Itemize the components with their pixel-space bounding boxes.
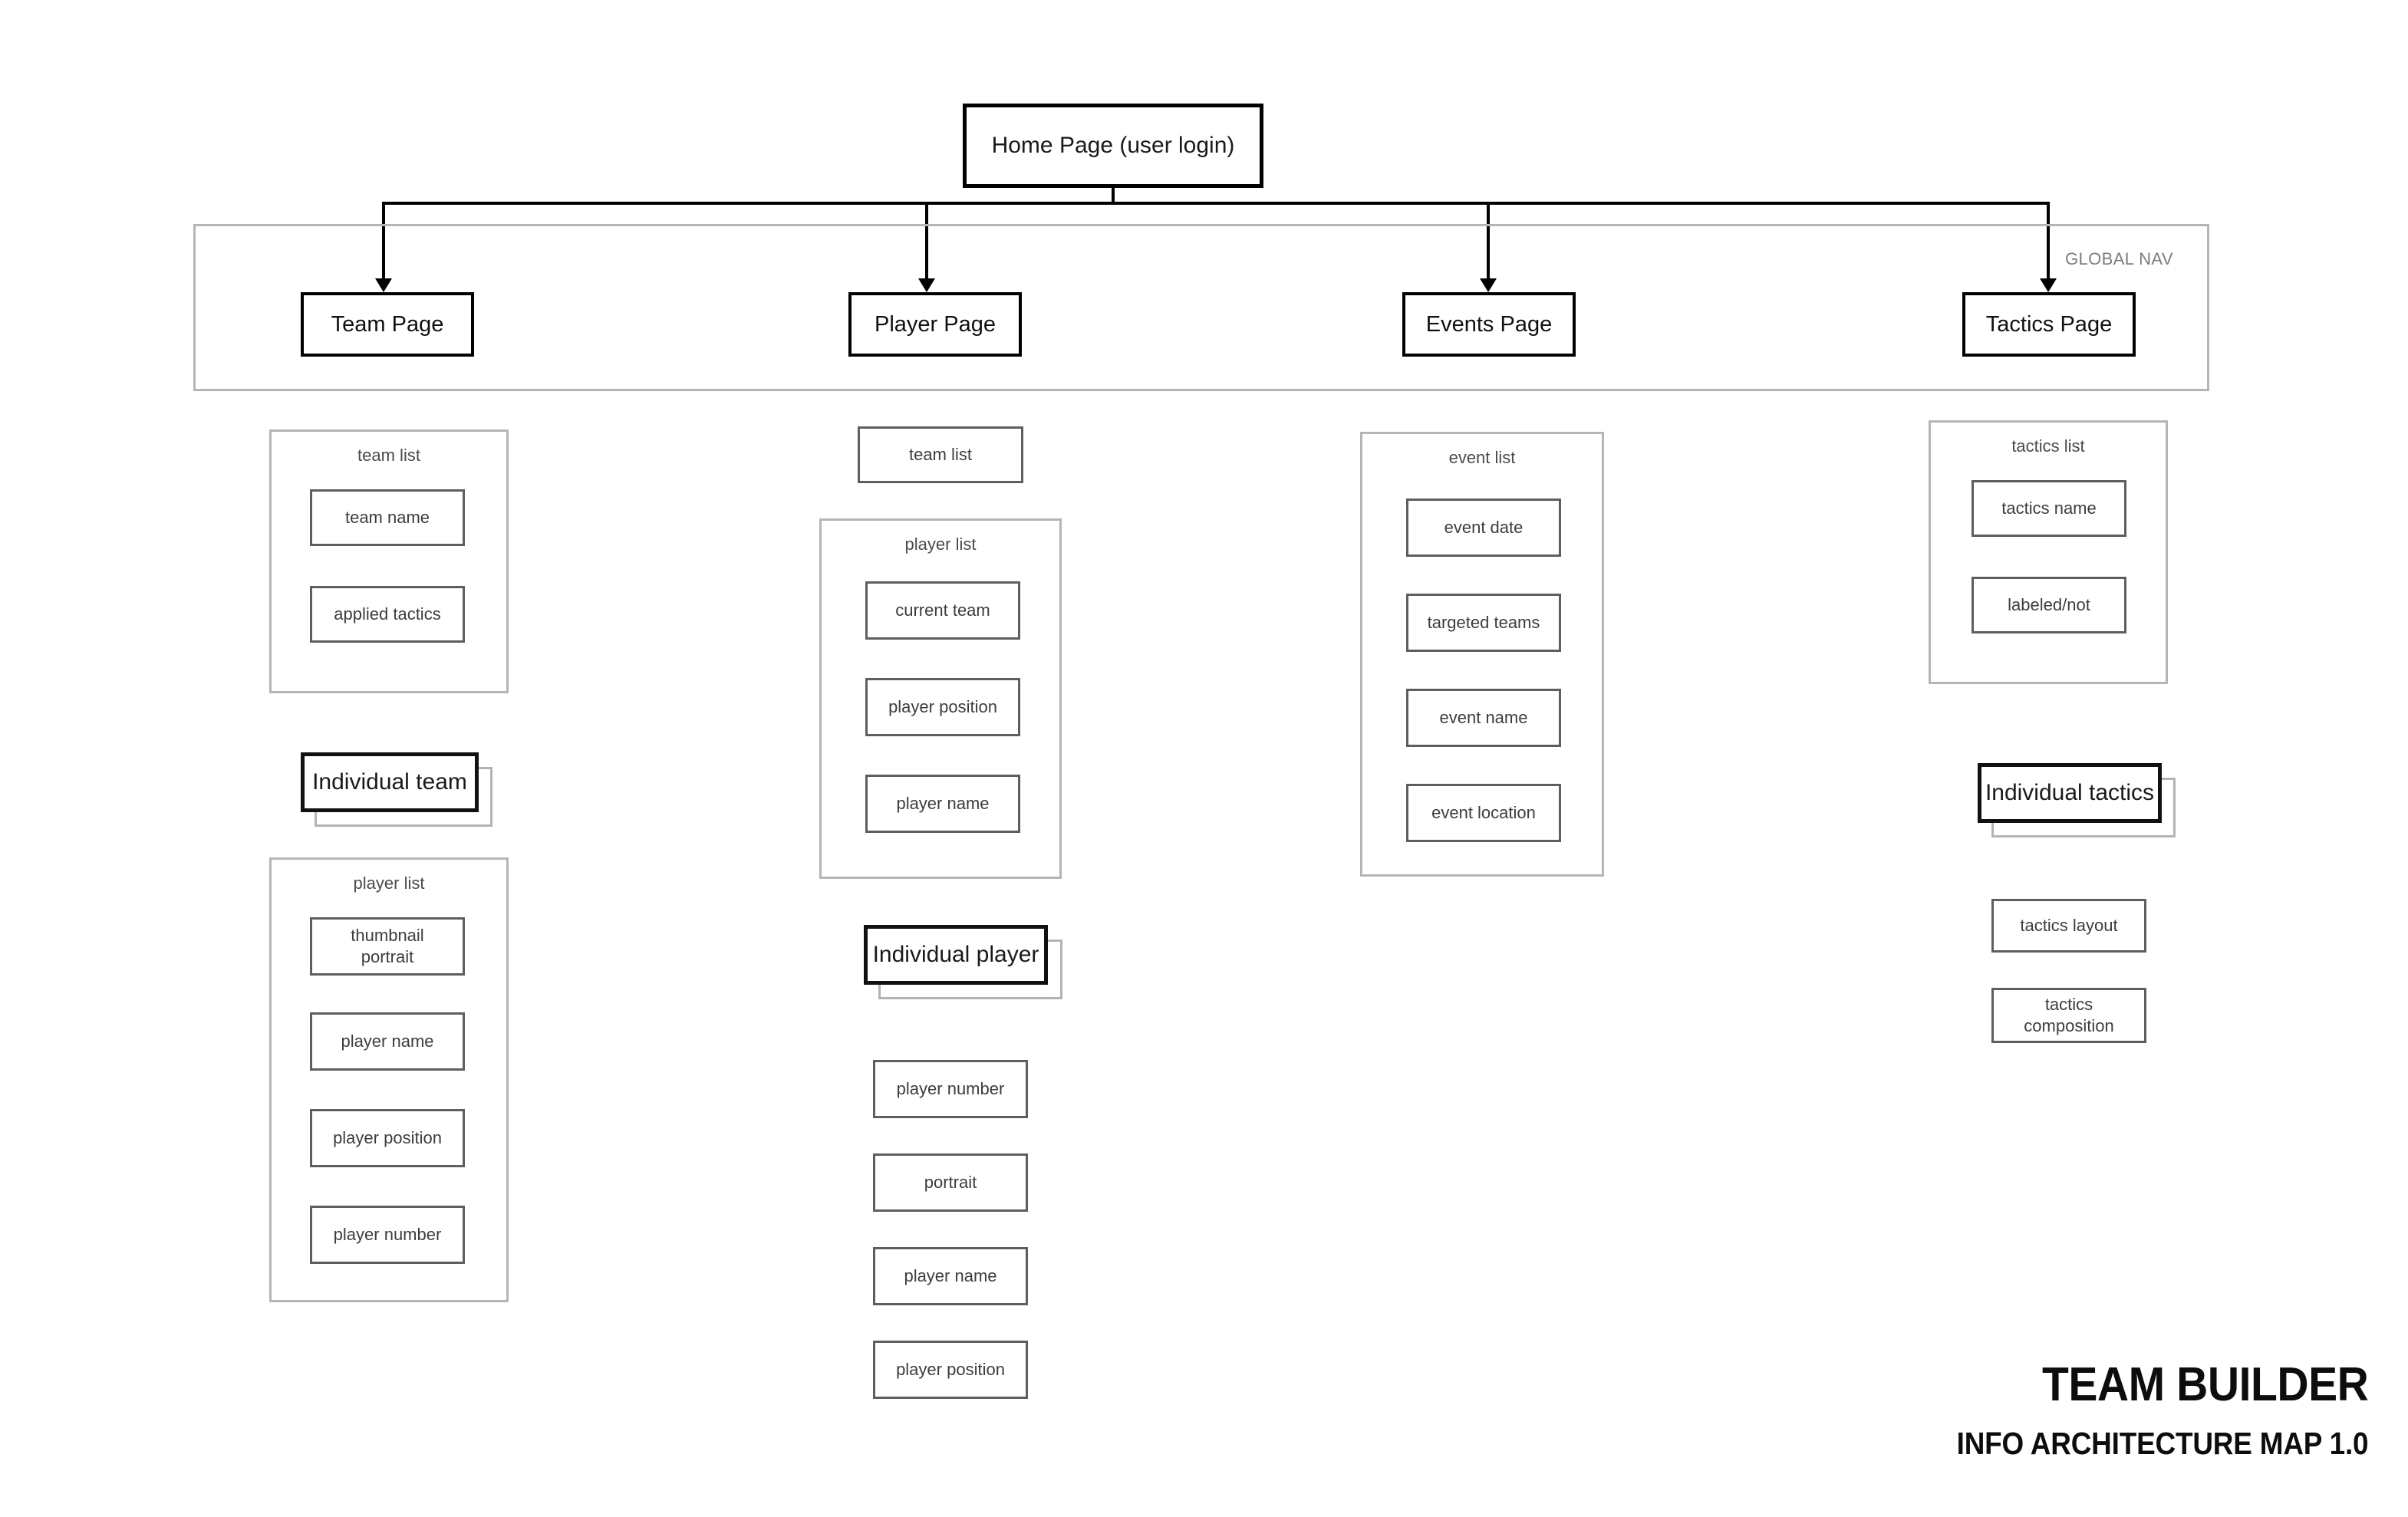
card-individual-player[interactable]: Individual player (864, 925, 1048, 985)
group-event-list-title: event list (1448, 448, 1516, 467)
arrowhead-tactics (2040, 278, 2057, 292)
field-col1-player-name[interactable]: player name (310, 1012, 465, 1071)
group-tactics-list-title: tactics list (2011, 436, 2085, 456)
field-tactics-composition-line1: tactics (2044, 994, 2093, 1014)
connector-root-stem (1112, 186, 1115, 203)
arrowhead-events (1480, 278, 1497, 292)
field-targeted-teams[interactable]: targeted teams (1406, 594, 1561, 652)
field-tactics-composition[interactable]: tactics composition (1991, 988, 2146, 1043)
field-col2-team-list[interactable]: team list (858, 426, 1023, 483)
node-home-page[interactable]: Home Page (user login) (963, 104, 1263, 188)
field-col1-player-number[interactable]: player number (310, 1206, 465, 1264)
nav-item-events-page[interactable]: Events Page (1402, 292, 1576, 357)
document-subtitle: INFO ARCHITECTURE MAP 1.0 (1956, 1426, 2368, 1461)
nav-item-player-page[interactable]: Player Page (848, 292, 1022, 357)
connector-drop-tactics (2047, 202, 2050, 281)
connector-bus (384, 202, 2050, 205)
field-event-location[interactable]: event location (1406, 784, 1561, 842)
group-col2-player-list-title: player list (904, 535, 977, 554)
group-col1-player-list-title: player list (353, 874, 425, 893)
field-col2-loose-player-number[interactable]: player number (873, 1060, 1028, 1118)
field-col2-loose-player-name[interactable]: player name (873, 1247, 1028, 1305)
field-col2-loose-player-position[interactable]: player position (873, 1341, 1028, 1399)
nav-item-tactics-page[interactable]: Tactics Page (1962, 292, 2136, 357)
field-event-name[interactable]: event name (1406, 689, 1561, 747)
global-nav-lane (193, 224, 2209, 391)
field-thumbnail-portrait-line2: portrait (361, 947, 414, 966)
document-title: TEAM BUILDER (2041, 1358, 2369, 1411)
field-applied-tactics[interactable]: applied tactics (310, 586, 465, 643)
field-current-team[interactable]: current team (865, 581, 1020, 640)
connector-drop-team (382, 202, 385, 281)
field-col2-player-name[interactable]: player name (865, 775, 1020, 833)
arrowhead-player (918, 278, 935, 292)
group-tactics-list: tactics list (1929, 420, 2168, 684)
card-individual-team[interactable]: Individual team (301, 752, 479, 812)
group-team-list: team list (269, 429, 509, 693)
global-nav-label: GLOBAL NAV (2065, 249, 2173, 268)
connector-drop-events (1487, 202, 1490, 281)
field-event-date[interactable]: event date (1406, 499, 1561, 557)
connector-drop-player (925, 202, 928, 281)
group-team-list-title: team list (357, 446, 420, 465)
field-thumbnail-portrait-line1: thumbnail (351, 925, 424, 945)
card-individual-tactics[interactable]: Individual tactics (1978, 763, 2162, 823)
field-tactics-layout[interactable]: tactics layout (1991, 899, 2146, 953)
field-col2-player-position[interactable]: player position (865, 678, 1020, 736)
field-labeled-not[interactable]: labeled/not (1972, 577, 2126, 633)
field-tactics-name[interactable]: tactics name (1972, 480, 2126, 537)
field-col2-loose-portrait[interactable]: portrait (873, 1153, 1028, 1212)
field-col1-player-position[interactable]: player position (310, 1109, 465, 1167)
field-team-name[interactable]: team name (310, 489, 465, 546)
field-tactics-composition-line2: composition (2024, 1016, 2114, 1035)
nav-item-team-page[interactable]: Team Page (301, 292, 474, 357)
title-block: TEAM BUILDER INFO ARCHITECTURE MAP 1.0 (1911, 1357, 2368, 1462)
field-thumbnail-portrait[interactable]: thumbnail portrait (310, 917, 465, 976)
arrowhead-team (375, 278, 392, 292)
